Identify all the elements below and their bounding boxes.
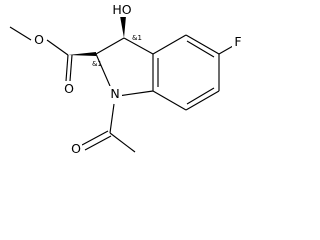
bond-c6-c7 — [185, 90, 220, 111]
bond-lines — [9, 16, 234, 153]
stereo-labels: &1 &1 — [92, 34, 142, 68]
atom-label-nitrogen: N — [110, 86, 119, 101]
bond-carbonyl-double-1 — [65, 54, 69, 82]
bond-n-acetyl — [109, 103, 115, 134]
bond-wedge-carbonyl-c2 — [68, 52, 96, 56]
atom-label-methoxy-oxygen: O — [34, 32, 44, 47]
bond-carbonyl-double-2 — [69, 54, 73, 82]
bond-c2-c3 — [95, 37, 125, 55]
atom-label-fluorine: F — [234, 34, 241, 49]
atom-labels: O O HO F N O — [33, 2, 244, 156]
bond-c5-f — [218, 45, 234, 55]
bond-n-c7a — [117, 90, 154, 97]
bond-acetyl-double-1 — [81, 130, 109, 146]
bond-c6-c7-inner — [186, 87, 215, 105]
bond-methyl-o — [9, 26, 32, 41]
bond-c3a-c4 — [152, 34, 187, 55]
bond-wedge-c3-oh — [120, 16, 126, 38]
molecule-structure: O O HO F N O &1 &1 — [9, 2, 244, 156]
bond-c2-n — [95, 53, 111, 87]
bond-o-carbonyl — [46, 39, 69, 56]
bond-acetyl-methyl — [109, 132, 136, 153]
bond-acetyl-double-2 — [84, 135, 112, 151]
bond-c4-c5 — [185, 34, 220, 55]
bond-c3-c3a — [123, 37, 154, 55]
bond-c4-c5-inner — [186, 40, 215, 58]
bond-c7-c7a — [152, 90, 187, 111]
atom-label-hydroxyl: HO — [112, 2, 131, 17]
stereo-label-c3: &1 — [132, 34, 142, 42]
atom-label-acetyl-oxygen: O — [71, 141, 81, 156]
atom-label-carbonyl-oxygen: O — [64, 81, 74, 96]
stereo-label-c2: &1 — [92, 60, 102, 68]
